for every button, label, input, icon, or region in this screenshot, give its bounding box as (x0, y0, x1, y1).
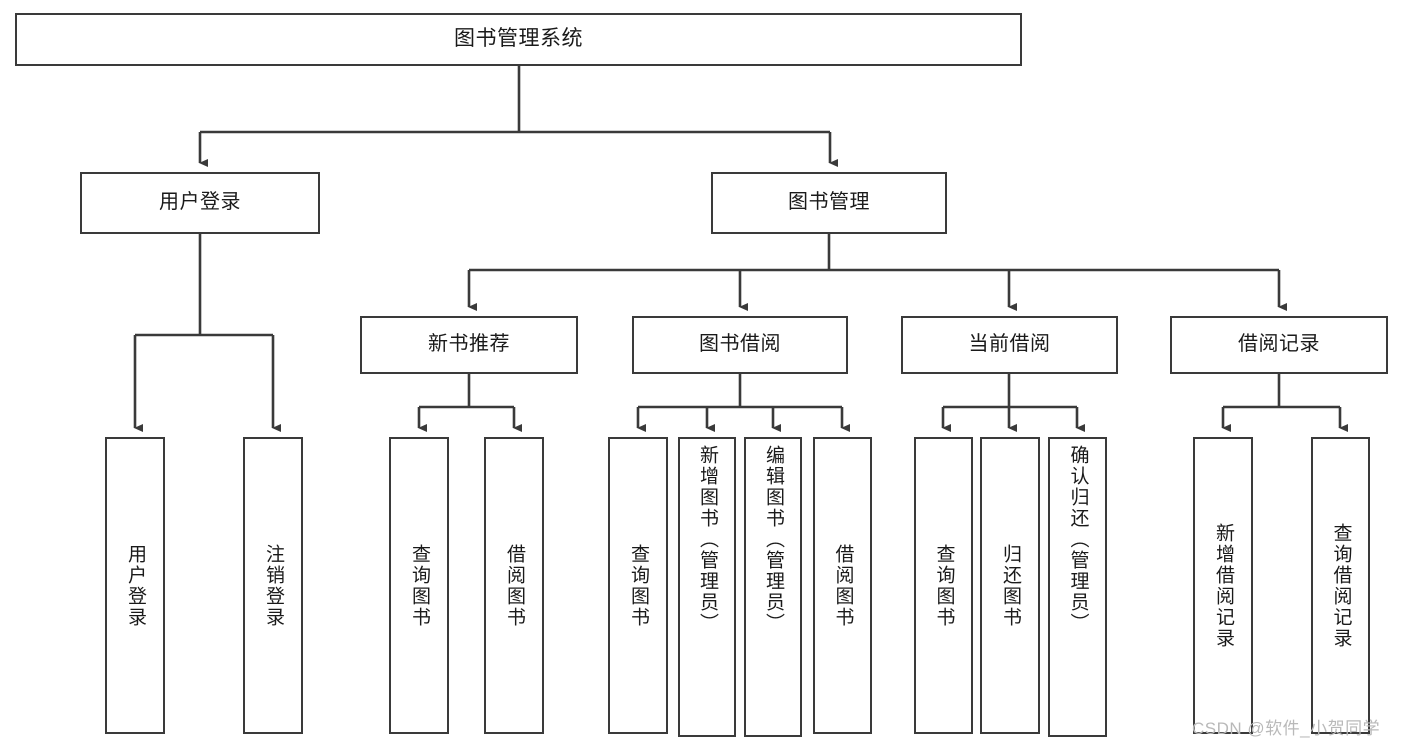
node-leaf-add-book-label: 新增图书（管理员） (696, 445, 718, 634)
node-leaf-query-book-1-label: 查询图书 (408, 543, 430, 628)
node-leaf-borrow-book-2-label: 借阅图书 (832, 543, 854, 628)
node-leaf-logout-label: 注销登录 (262, 543, 284, 628)
node-borrow-record[interactable]: 借阅记录 (1170, 316, 1388, 374)
node-leaf-add-book[interactable]: 新增图书（管理员） (678, 437, 736, 737)
node-book-borrow-label: 图书借阅 (699, 333, 781, 356)
node-leaf-logout[interactable]: 注销登录 (243, 437, 303, 734)
node-leaf-confirm-return[interactable]: 确认归还（管理员） (1048, 437, 1107, 737)
node-new-book-rec-label: 新书推荐 (428, 333, 510, 356)
node-book-manage-label: 图书管理 (788, 191, 870, 214)
node-leaf-edit-book-label: 编辑图书（管理员） (762, 445, 784, 634)
node-current-borrow[interactable]: 当前借阅 (901, 316, 1118, 374)
node-leaf-add-record[interactable]: 新增借阅记录 (1193, 437, 1253, 734)
node-leaf-query-record-label: 查询借阅记录 (1330, 522, 1352, 649)
node-user-login-label: 用户登录 (159, 191, 241, 214)
node-book-borrow[interactable]: 图书借阅 (632, 316, 848, 374)
node-leaf-query-record[interactable]: 查询借阅记录 (1311, 437, 1370, 734)
node-root[interactable]: 图书管理系统 (15, 13, 1022, 66)
node-leaf-user-login-label: 用户登录 (124, 543, 146, 628)
node-user-login[interactable]: 用户登录 (80, 172, 320, 234)
node-leaf-return-book-label: 归还图书 (999, 543, 1021, 628)
node-leaf-borrow-book-2[interactable]: 借阅图书 (813, 437, 872, 734)
node-borrow-record-label: 借阅记录 (1238, 333, 1320, 356)
node-current-borrow-label: 当前借阅 (968, 333, 1051, 356)
node-root-label: 图书管理系统 (454, 27, 583, 51)
node-leaf-borrow-book-1[interactable]: 借阅图书 (484, 437, 544, 734)
csdn-watermark: CSDN @软件_小贺同学 (1192, 719, 1381, 738)
node-new-book-rec[interactable]: 新书推荐 (360, 316, 578, 374)
node-leaf-query-book-3[interactable]: 查询图书 (914, 437, 973, 734)
node-leaf-user-login[interactable]: 用户登录 (105, 437, 165, 734)
node-book-manage[interactable]: 图书管理 (711, 172, 947, 234)
node-leaf-confirm-return-label: 确认归还（管理员） (1067, 445, 1089, 634)
node-leaf-borrow-book-1-label: 借阅图书 (503, 543, 525, 628)
node-leaf-query-book-3-label: 查询图书 (933, 543, 955, 628)
node-leaf-query-book-2[interactable]: 查询图书 (608, 437, 668, 734)
node-leaf-add-record-label: 新增借阅记录 (1212, 522, 1234, 649)
node-leaf-edit-book[interactable]: 编辑图书（管理员） (744, 437, 802, 737)
node-leaf-return-book[interactable]: 归还图书 (980, 437, 1040, 734)
node-leaf-query-book-1[interactable]: 查询图书 (389, 437, 449, 734)
node-leaf-query-book-2-label: 查询图书 (627, 543, 649, 628)
